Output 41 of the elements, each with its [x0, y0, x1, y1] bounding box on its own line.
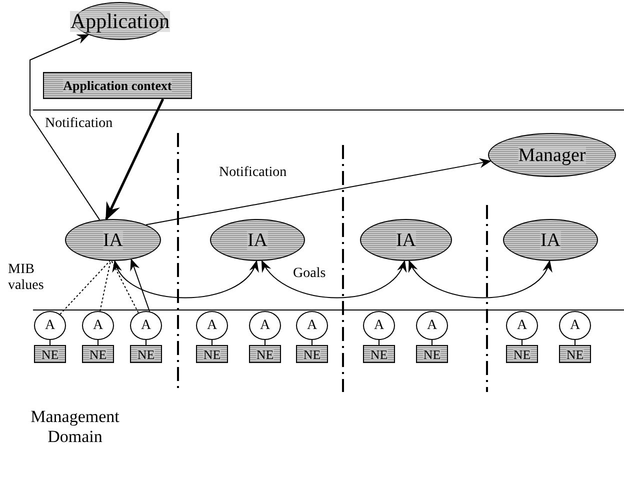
ellipse-node: IA	[503, 219, 598, 261]
ellipse-node: A	[196, 311, 228, 340]
ellipse-node: A	[130, 311, 162, 340]
connector-line	[60, 260, 110, 315]
ellipse-node: A	[559, 311, 591, 340]
box-node: NE	[130, 345, 162, 363]
ellipse-node: A	[249, 311, 281, 340]
arrow	[408, 260, 550, 298]
arrow	[105, 98, 164, 221]
box-node: Application context	[43, 72, 192, 99]
connector-line	[378, 340, 380, 346]
arrow	[30, 34, 100, 220]
ellipse-node: A	[416, 311, 448, 340]
box-node: NE	[559, 345, 591, 363]
box-node: NE	[506, 345, 538, 363]
box-node: NE	[363, 345, 395, 363]
connector-line	[264, 340, 266, 346]
box-node: NE	[196, 345, 228, 363]
ellipse-node: A	[82, 311, 114, 340]
box-node: NE	[416, 345, 448, 363]
box-node: NE	[296, 345, 328, 363]
ellipse-node: IA	[210, 219, 305, 261]
text-label: MIB values	[8, 262, 45, 294]
ellipse-node: IA	[360, 219, 452, 261]
connector-line	[574, 340, 576, 346]
arrow	[261, 260, 406, 298]
ellipse-node: A	[363, 311, 395, 340]
arrow	[130, 258, 150, 312]
ellipse-node: Manager	[488, 133, 616, 177]
text-label: Management Domain	[30, 407, 120, 446]
connector-line	[111, 260, 139, 314]
box-node: NE	[34, 345, 66, 363]
ellipse-node: A	[34, 311, 66, 340]
connector-line	[100, 260, 112, 312]
arrow	[114, 260, 258, 298]
ellipse-node: IA	[65, 219, 161, 261]
box-node: NE	[82, 345, 114, 363]
ellipse-node: A	[506, 311, 538, 340]
arrow	[146, 158, 492, 226]
ellipse-node: A	[296, 311, 328, 340]
box-node: NE	[249, 345, 281, 363]
